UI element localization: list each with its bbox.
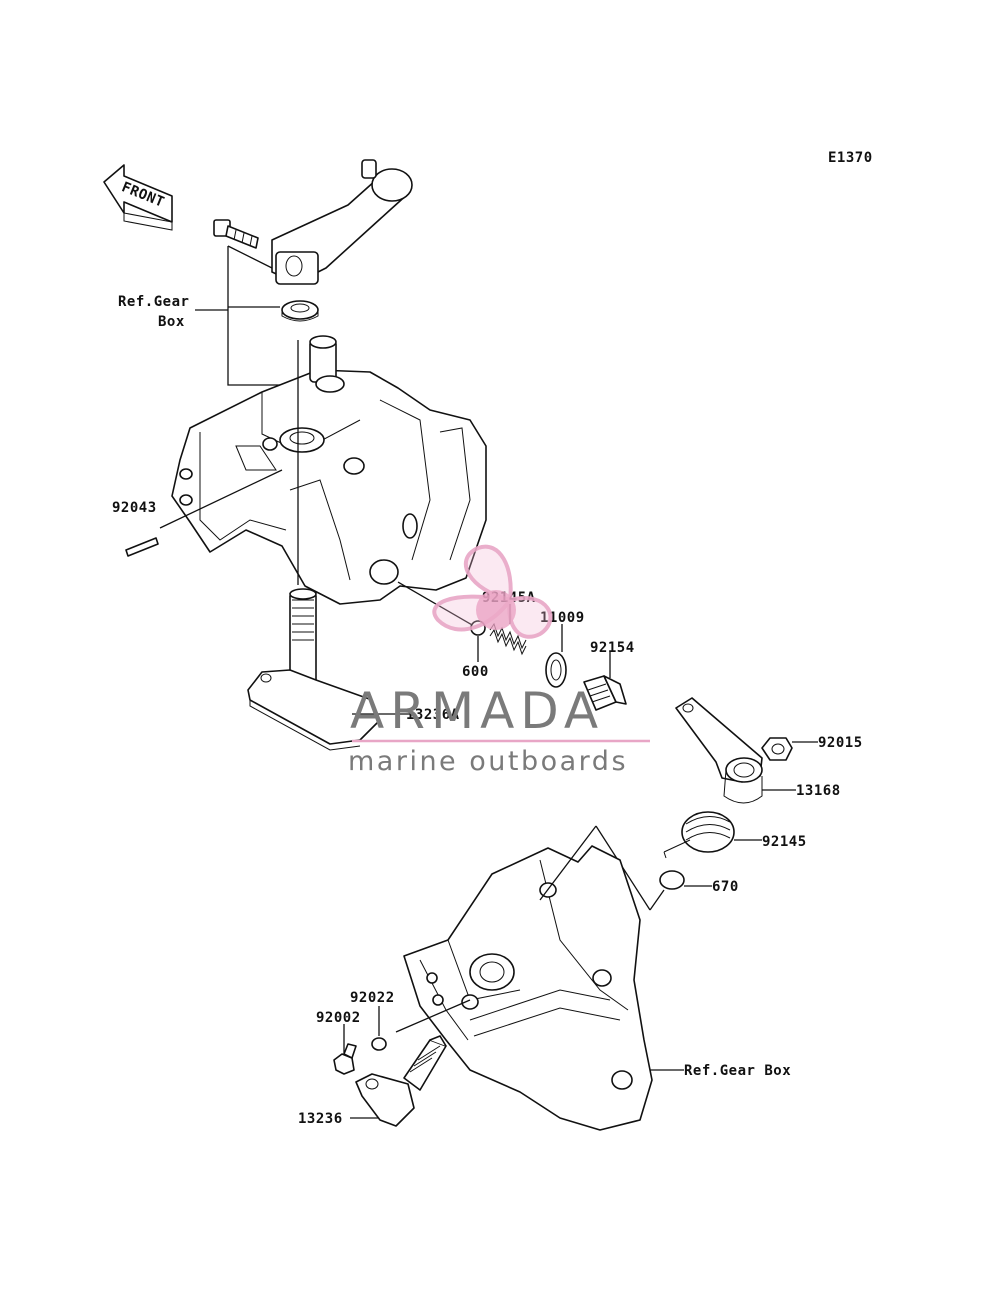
diagram-code: E1370 (828, 150, 873, 166)
oil-seal-part (281, 300, 319, 322)
shift-lever-part (271, 159, 413, 285)
label-600: 600 (462, 664, 489, 680)
shift-arm-13168-part (675, 697, 763, 804)
label-92154: 92154 (590, 640, 635, 656)
label-92145: 92145 (762, 834, 807, 850)
armada-logo-icon (432, 544, 553, 639)
oring-670-part (659, 870, 685, 890)
bolt-part (213, 219, 259, 249)
label-13236: 13236 (298, 1111, 343, 1127)
label-ref-gear-box-top-2: Box (158, 314, 185, 330)
label-92015: 92015 (818, 735, 863, 751)
label-13236A: 13236A (406, 707, 460, 723)
label-670: 670 (712, 879, 739, 895)
label-92002: 92002 (316, 1010, 361, 1026)
washer-11009-part (545, 652, 567, 688)
label-ref-gear-box-top-1: Ref.Gear (118, 294, 189, 310)
watermark-brand: ARMADA (350, 682, 604, 740)
washer-92022-part (371, 1037, 387, 1051)
front-arrow-icon: FRONT (103, 164, 173, 231)
watermark-tagline: marine outboards (348, 746, 628, 777)
bolt-92002-part (333, 1043, 357, 1075)
label-92043: 92043 (112, 500, 157, 516)
shift-shaft-13236A-part (247, 588, 379, 751)
spring-92145-part (663, 811, 735, 859)
label-13168: 13168 (796, 783, 841, 799)
upper-gear-box-part (171, 335, 487, 605)
plug-92154-part (583, 675, 627, 711)
label-ref-gear-box-bottom: Ref.Gear Box (684, 1063, 791, 1079)
nut-92015-part (761, 737, 793, 761)
pin-92043-part (125, 537, 159, 557)
shift-shaft-13236-part (355, 1035, 447, 1127)
label-92022: 92022 (350, 990, 395, 1006)
lower-gear-box-part (403, 845, 653, 1131)
